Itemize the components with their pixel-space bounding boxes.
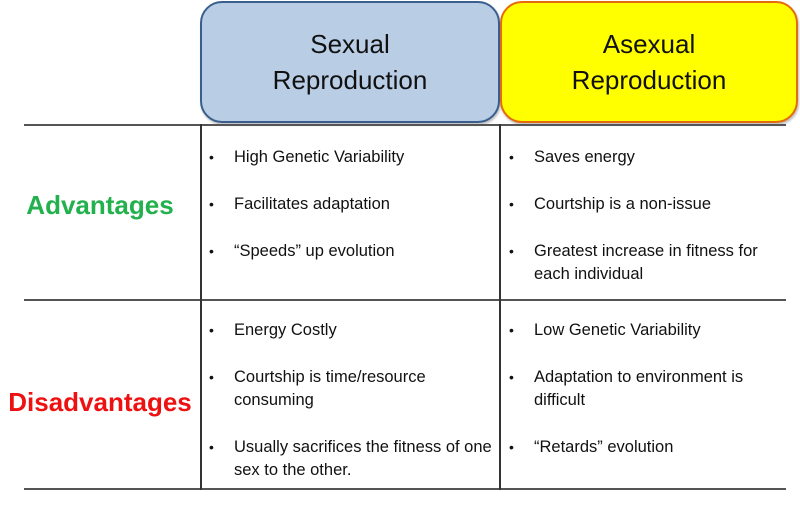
list-item: “Speeds” up evolution	[202, 240, 498, 263]
list-item: High Genetic Variability	[202, 146, 498, 169]
list-item: Adaptation to environment is difficult	[502, 366, 798, 412]
header-asexual-line2: Reproduction	[571, 65, 727, 95]
row-label-disadvantages: Disadvantages	[8, 387, 192, 417]
cell-sexual-disadvantages: Energy Costly Courtship is time/resource…	[202, 319, 498, 506]
divider-column-1	[200, 124, 202, 490]
cell-asexual-disadvantages: Low Genetic Variability Adaptation to en…	[502, 319, 798, 483]
list-item: Saves energy	[502, 146, 798, 169]
header-sexual-reproduction: Sexual Reproduction	[200, 1, 500, 123]
header-sexual-line1: Sexual	[310, 29, 390, 59]
divider-bottom	[24, 488, 786, 490]
header-sexual-line2: Reproduction	[272, 65, 428, 95]
list-item: Facilitates adaptation	[202, 193, 498, 216]
list-item: Courtship is a non-issue	[502, 193, 798, 216]
list-item: Energy Costly	[202, 319, 498, 342]
list-item: Courtship is time/resource consuming	[202, 366, 498, 412]
list-item: Low Genetic Variability	[502, 319, 798, 342]
list-item: Greatest increase in fitness for each in…	[502, 240, 798, 286]
row-label-advantages: Advantages	[26, 190, 174, 220]
cell-asexual-advantages: Saves energy Courtship is a non-issue Gr…	[502, 146, 798, 310]
divider-column-2	[499, 124, 501, 490]
list-item: Usually sacrifices the fitness of one se…	[202, 436, 498, 482]
divider-top	[24, 124, 786, 126]
header-asexual-line1: Asexual	[602, 29, 696, 59]
header-asexual-reproduction: Asexual Reproduction	[500, 1, 798, 123]
cell-sexual-advantages: High Genetic Variability Facilitates ada…	[202, 146, 498, 287]
divider-middle	[24, 299, 786, 301]
list-item: “Retards” evolution	[502, 436, 798, 459]
